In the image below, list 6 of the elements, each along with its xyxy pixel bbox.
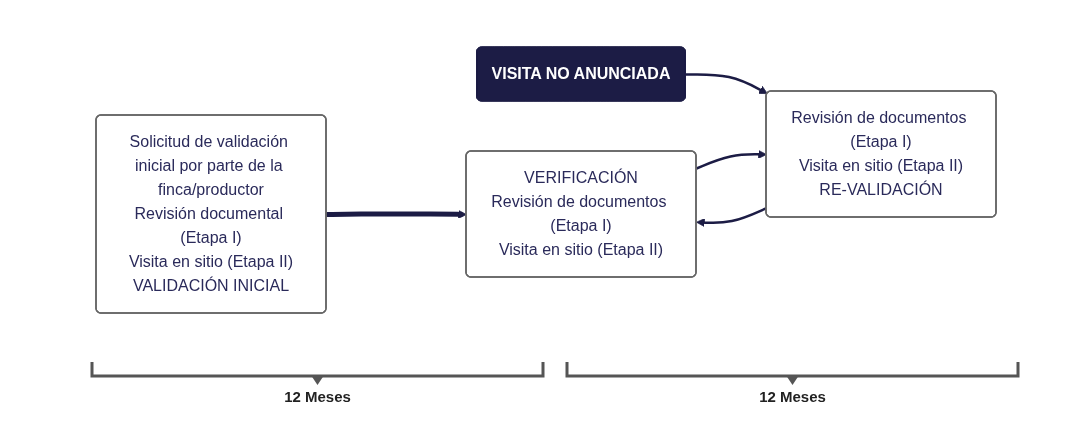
arrow <box>685 73 768 95</box>
arrow <box>696 150 767 170</box>
duration-label: 12 Meses <box>284 388 351 405</box>
arrow <box>696 207 767 227</box>
duration-label: 12 Meses <box>759 388 826 405</box>
arrow <box>326 210 467 219</box>
